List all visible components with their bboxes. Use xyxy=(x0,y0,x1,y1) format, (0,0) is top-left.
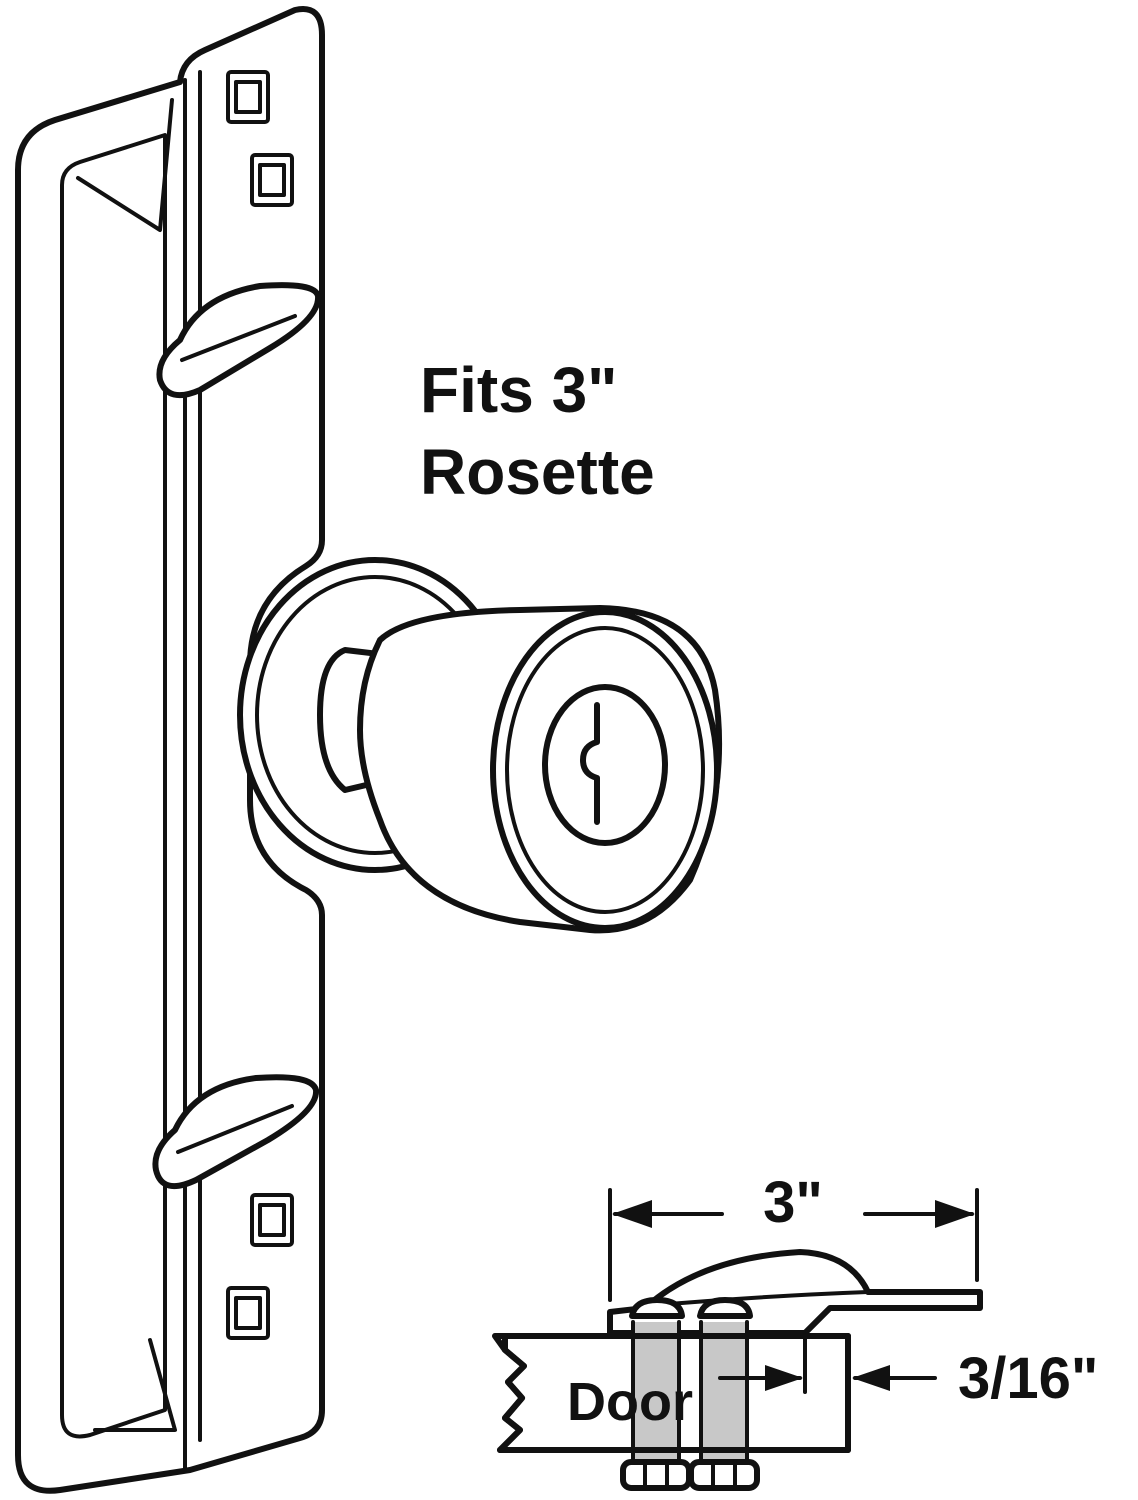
plate-inner-channel xyxy=(60,133,167,1439)
bolt-nut-1 xyxy=(620,1459,692,1491)
screw-head-top-1 xyxy=(629,1297,685,1319)
lower-tab xyxy=(152,1074,320,1190)
lower-tab-slot xyxy=(176,1104,294,1154)
door-knob xyxy=(237,557,723,934)
knob-face-ring xyxy=(505,626,705,914)
callout-line-1: Fits 3" xyxy=(420,354,618,426)
upper-tab-slot xyxy=(180,314,297,362)
channel-lower-diagonal xyxy=(93,1338,177,1432)
keyway-icon xyxy=(580,702,600,825)
latch-guard-plate xyxy=(15,6,325,1494)
screw-hole-1 xyxy=(226,70,270,124)
dim-thick-arrow-right xyxy=(852,1365,890,1391)
dim-thick-arrow-left xyxy=(765,1365,803,1391)
channel-upper-diagonal xyxy=(76,98,174,232)
dim-width-label: 3" xyxy=(763,1170,823,1235)
dim-width-arrow-left xyxy=(612,1200,652,1228)
screw-head-top-2 xyxy=(697,1297,753,1319)
screw-hole-4 xyxy=(226,1286,270,1340)
door-break-edge xyxy=(497,1333,527,1453)
screw-shank-2 xyxy=(701,1322,747,1462)
screw-shank-1 xyxy=(633,1322,679,1462)
dim-thickness-label: 3/16" xyxy=(958,1346,1098,1411)
screw-hole-3 xyxy=(250,1193,294,1247)
screw-hole-2 xyxy=(250,153,294,207)
keyhole-cylinder xyxy=(542,684,668,846)
dimension-detail: 3" 3/1 xyxy=(492,1170,1098,1491)
callout-line-2: Rosette xyxy=(420,436,655,508)
door-label: Door xyxy=(567,1372,693,1432)
bolt-nut-2 xyxy=(688,1459,760,1491)
guard-profile xyxy=(607,1249,983,1336)
knob-face xyxy=(490,609,720,931)
upper-tab xyxy=(156,282,322,399)
dim-width-arrow-right xyxy=(935,1200,975,1228)
